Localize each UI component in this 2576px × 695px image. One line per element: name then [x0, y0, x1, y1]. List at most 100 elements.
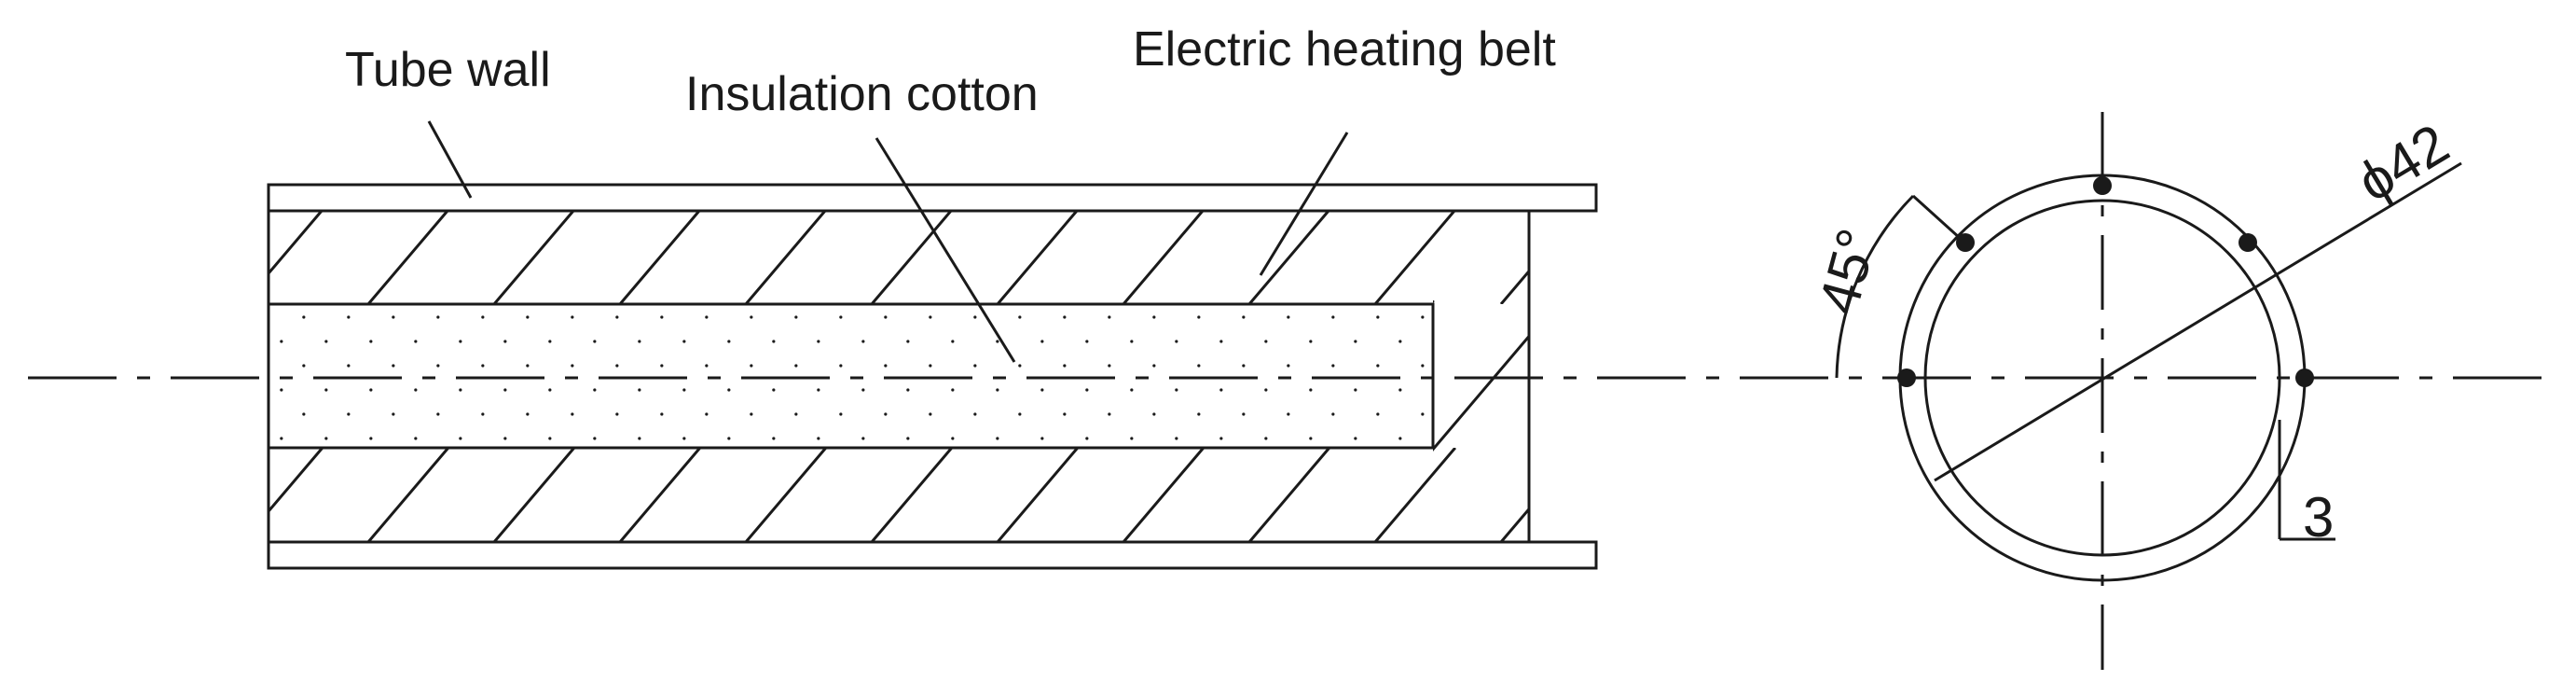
- diameter-label: ϕ42: [2347, 112, 2459, 214]
- cotton-dot: [1197, 315, 1201, 319]
- hatch-line: [1122, 211, 1205, 304]
- cotton-dot: [1287, 315, 1290, 319]
- cotton-dot: [392, 412, 395, 416]
- hatch-lines: [269, 211, 1529, 304]
- heating-point-top-right: [2239, 233, 2257, 252]
- hatch-line: [744, 211, 827, 304]
- cotton-dot: [571, 364, 574, 368]
- cotton-dot: [1421, 315, 1425, 319]
- cotton-dot: [727, 340, 731, 343]
- cotton-dot: [1175, 388, 1178, 392]
- cotton-dot: [280, 340, 283, 343]
- cotton-dot: [503, 340, 507, 343]
- bottom-tube-wall: [267, 540, 1598, 570]
- hatch-line: [1247, 211, 1330, 304]
- cotton-dot: [1197, 364, 1201, 368]
- heating-belt-hatch: [269, 211, 1529, 542]
- top-tube-wall: [267, 183, 1598, 213]
- hatch-line: [1373, 448, 1456, 542]
- cotton-dot: [414, 388, 418, 392]
- hatch-line: [996, 448, 1079, 542]
- cotton-dot: [839, 364, 843, 368]
- cotton-dot: [794, 315, 798, 319]
- cotton-dot: [705, 364, 709, 368]
- cotton-dot: [593, 340, 597, 343]
- cotton-dot: [1264, 388, 1268, 392]
- cotton-dot: [817, 437, 820, 440]
- cotton-dot: [324, 437, 328, 440]
- cotton-dot: [1331, 315, 1335, 319]
- cotton-dot: [615, 364, 619, 368]
- cotton-dot: [548, 437, 552, 440]
- hatch-line: [618, 211, 701, 304]
- cotton-dot: [1376, 412, 1380, 416]
- cotton-dot: [727, 437, 731, 440]
- cotton-dot: [951, 437, 955, 440]
- cotton-dot: [772, 437, 776, 440]
- cotton-dot: [503, 437, 507, 440]
- cotton-dot: [1421, 412, 1425, 416]
- cotton-dot: [302, 315, 306, 319]
- angle-label: 45°: [1807, 222, 1889, 320]
- cotton-dot: [481, 412, 485, 416]
- cotton-dot: [1108, 364, 1111, 368]
- cotton-dot: [772, 388, 776, 392]
- cotton-dot: [392, 364, 395, 368]
- cotton-dot: [906, 388, 910, 392]
- hatch-line: [870, 448, 953, 542]
- cotton-dot: [1175, 437, 1178, 440]
- hatch-line: [492, 211, 575, 304]
- hatch-line: [618, 448, 701, 542]
- cotton-dot: [1219, 437, 1223, 440]
- cotton-dot: [861, 437, 865, 440]
- cotton-dot: [1287, 364, 1290, 368]
- cotton-dot: [526, 315, 530, 319]
- cotton-dot: [1219, 340, 1223, 343]
- cotton-dot: [1130, 340, 1134, 343]
- cotton-dot: [1264, 340, 1268, 343]
- cotton-dot: [1354, 340, 1357, 343]
- cotton-dot: [1085, 340, 1089, 343]
- cotton-dot: [705, 315, 709, 319]
- thickness-label: 3: [2303, 486, 2334, 549]
- cotton-dot: [369, 340, 373, 343]
- cotton-dot: [1040, 437, 1044, 440]
- cotton-dot: [414, 340, 418, 343]
- cotton-dot: [682, 340, 686, 343]
- cotton-dot: [571, 412, 574, 416]
- cotton-dot: [1309, 388, 1313, 392]
- cotton-dot: [996, 388, 999, 392]
- cotton-dot: [660, 364, 664, 368]
- cotton-dot: [1130, 437, 1134, 440]
- cotton-dot: [929, 364, 932, 368]
- side-view: [267, 183, 1598, 570]
- cotton-dot: [526, 364, 530, 368]
- hatch-line: [996, 211, 1079, 304]
- cotton-dot: [839, 412, 843, 416]
- cotton-dot: [1354, 437, 1357, 440]
- cotton-dot: [436, 364, 440, 368]
- cotton-dot: [1085, 437, 1089, 440]
- hatch-line: [269, 211, 324, 276]
- inner-tube-circle: [1923, 199, 2281, 557]
- cotton-dot: [459, 388, 462, 392]
- cotton-dot: [302, 364, 306, 368]
- cotton-dot: [682, 388, 686, 392]
- cotton-dot: [1331, 412, 1335, 416]
- cotton-dot: [1398, 437, 1402, 440]
- tube-wall-label: Tube wall: [345, 43, 551, 97]
- cotton-dot: [347, 315, 351, 319]
- insulation-cotton-label: Insulation cotton: [685, 67, 1039, 121]
- cotton-dot: [1108, 315, 1111, 319]
- cotton-dot: [1421, 364, 1425, 368]
- cotton-dot: [481, 315, 485, 319]
- cotton-dot: [1130, 388, 1134, 392]
- insulation-cotton-dots: [280, 315, 1425, 440]
- cotton-dot: [302, 412, 306, 416]
- cotton-dot: [548, 340, 552, 343]
- hatch-line: [366, 211, 449, 304]
- cotton-dot: [571, 315, 574, 319]
- heating-point-left: [1897, 368, 1916, 387]
- cotton-dot: [369, 437, 373, 440]
